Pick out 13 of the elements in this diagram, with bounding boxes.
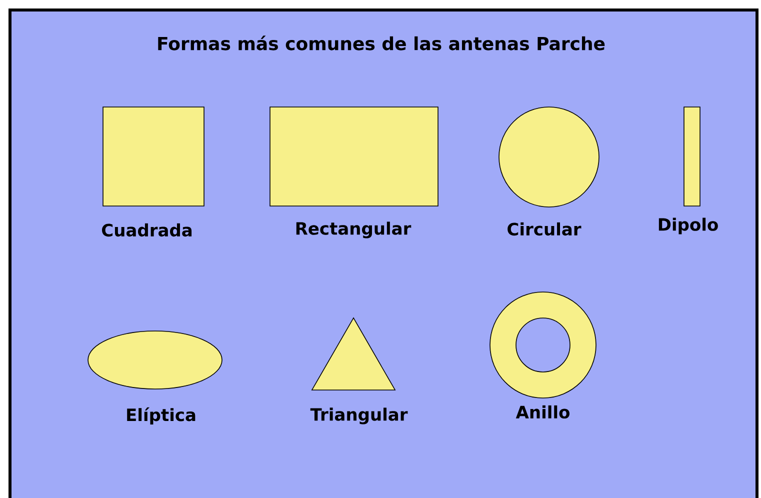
circle-patch	[498, 106, 600, 208]
shape-label: Elíptica	[127, 407, 196, 425]
shape-label: Dipolo	[658, 218, 718, 234]
square-patch	[102, 106, 204, 206]
rectangle-patch	[270, 106, 438, 206]
shape-label: Anillo	[516, 405, 570, 419]
title: Formas más comunes de las antenas Parche	[158, 36, 605, 50]
shape-label: Cuadrada	[102, 223, 192, 237]
shape-label: Circular	[508, 222, 582, 236]
shape-label: Rectangular	[296, 222, 412, 238]
shape-label: Triangular	[310, 408, 408, 424]
ellipse-patch	[88, 330, 222, 390]
strip-patch	[684, 106, 700, 206]
